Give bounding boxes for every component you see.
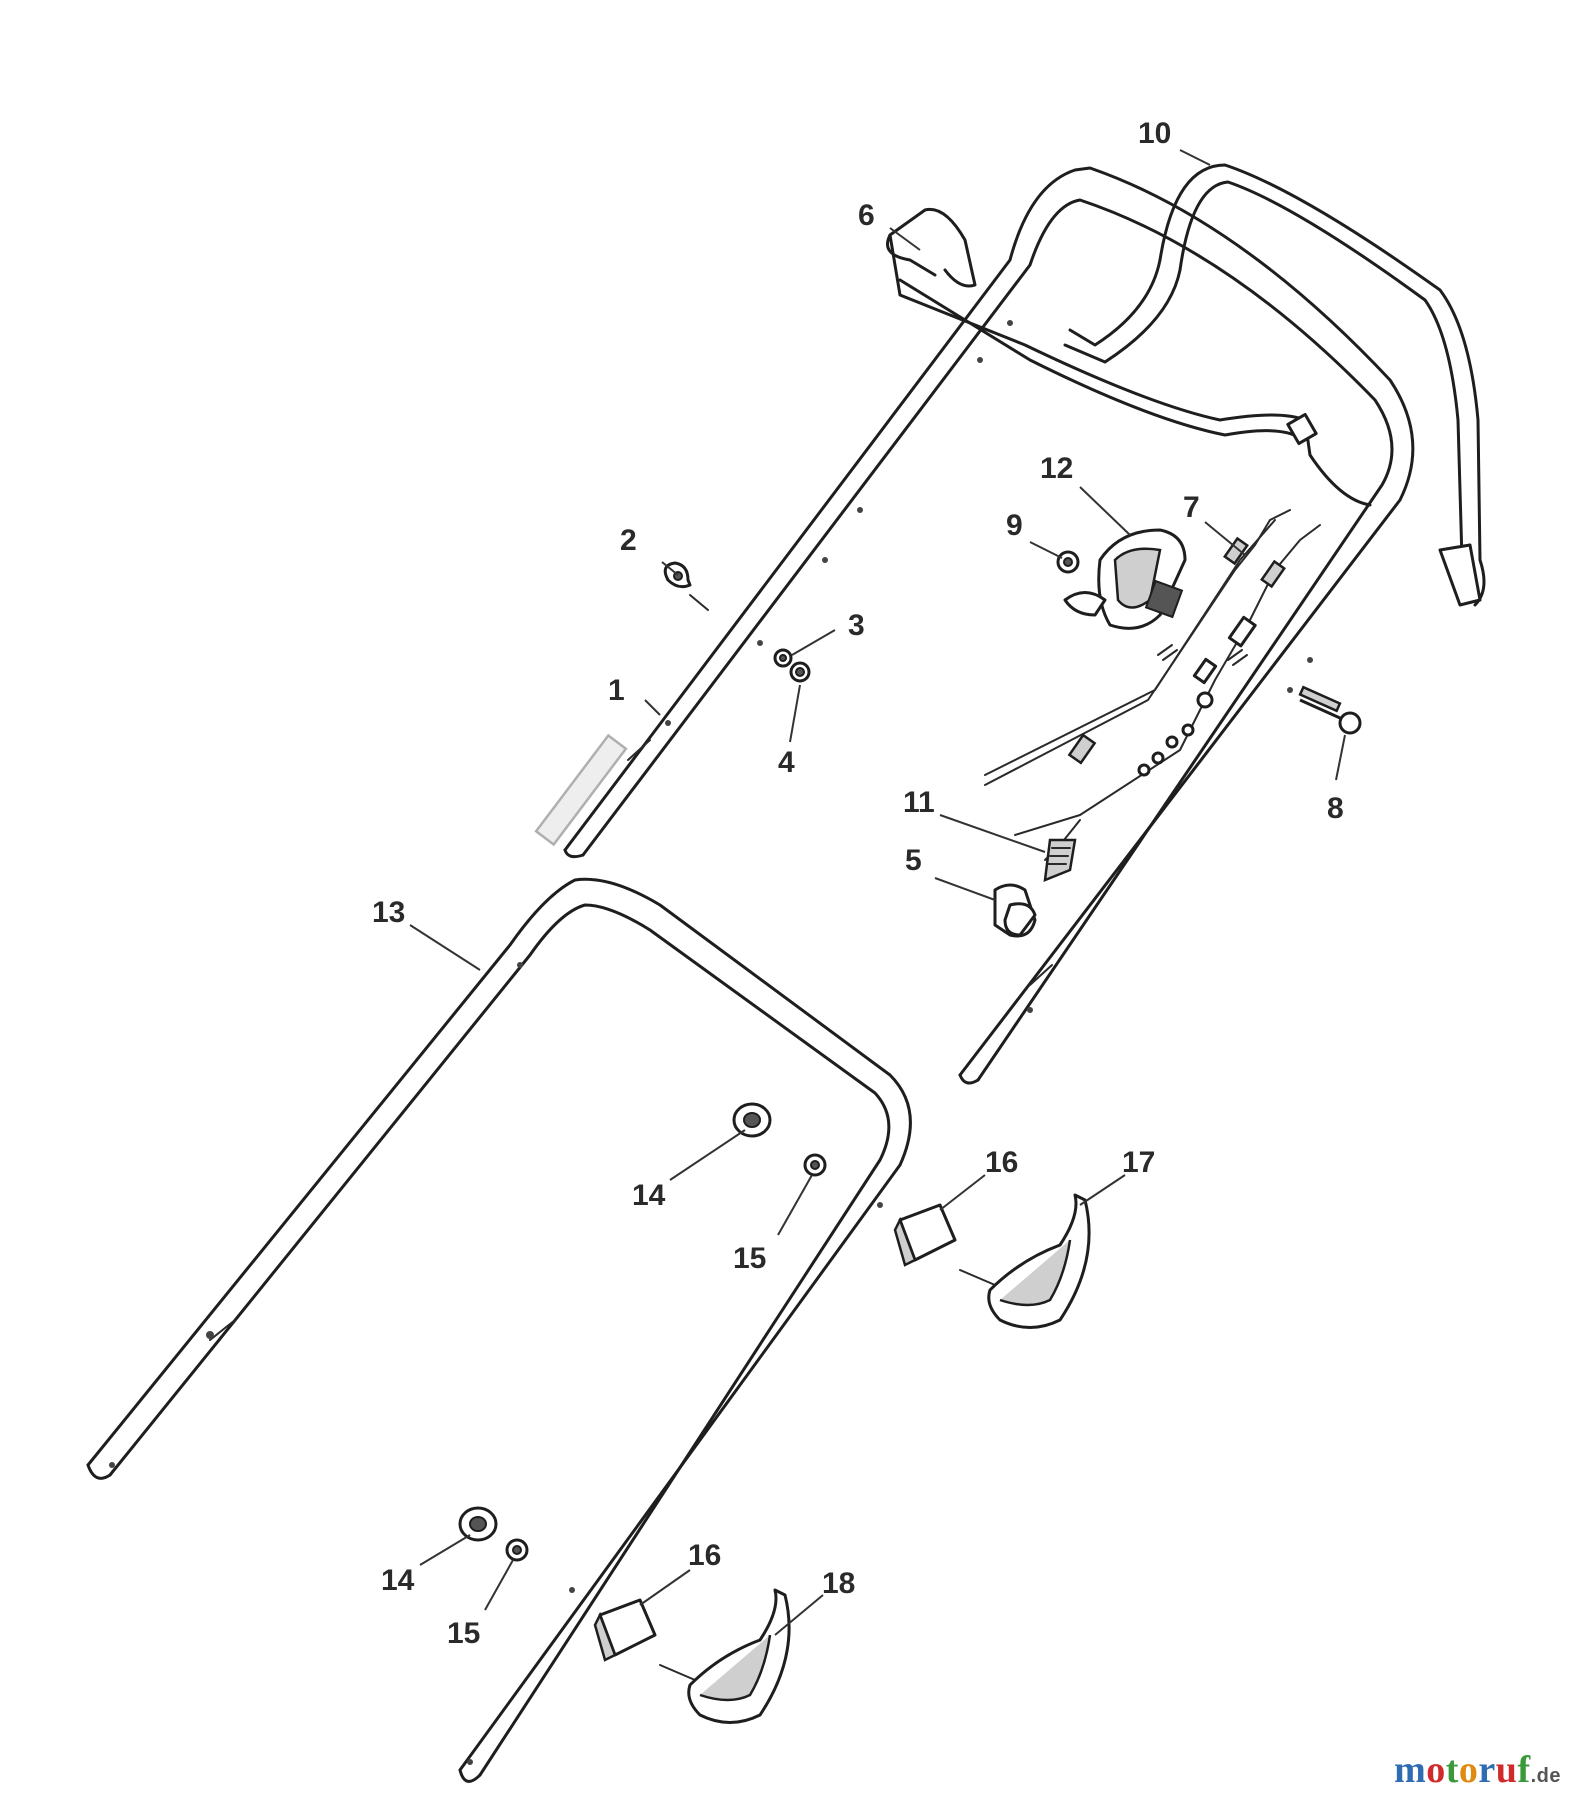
- part-label-7: 7: [1183, 491, 1200, 524]
- star-knob-14a[interactable]: [732, 1102, 772, 1138]
- part-label-14b: 14: [381, 1564, 415, 1597]
- brand-letter-m: m: [1394, 1749, 1427, 1791]
- part-label-11: 11: [903, 786, 935, 819]
- bail-bar[interactable]: [1063, 163, 1486, 607]
- part-labels: 1 2 3 4 5 6 7 8 9 10 11 12 13 14 14 15 1…: [372, 117, 1344, 1650]
- part-label-18: 18: [822, 1567, 855, 1600]
- part-label-12: 12: [1040, 452, 1073, 485]
- bolt-8[interactable]: [1298, 685, 1362, 735]
- quick-release-lever-18[interactable]: [659, 1588, 791, 1724]
- part-label-14a: 14: [632, 1179, 666, 1212]
- leader-lines: [409, 149, 1346, 1636]
- nut-9[interactable]: [1056, 550, 1080, 574]
- part-label-16b: 16: [688, 1539, 721, 1572]
- part-label-8: 8: [1327, 792, 1344, 825]
- part-label-4: 4: [778, 746, 795, 779]
- brand-letter-o: o: [1426, 1749, 1446, 1791]
- quick-release-lever-17[interactable]: [959, 1193, 1091, 1329]
- brand-letter-f: f: [1517, 1749, 1531, 1791]
- part-label-5: 5: [905, 844, 922, 877]
- brand-watermark: motoruf.de: [1394, 1748, 1561, 1792]
- star-knob-14b[interactable]: [458, 1506, 498, 1542]
- brand-letter-r: r: [1478, 1749, 1496, 1791]
- part-label-6: 6: [858, 199, 875, 232]
- upper-handle[interactable]: [534, 166, 1415, 1085]
- throttle-control[interactable]: [1063, 528, 1187, 630]
- lower-handle[interactable]: [86, 877, 912, 1783]
- part-label-15a: 15: [733, 1242, 766, 1275]
- cable-clip-5[interactable]: [993, 883, 1037, 938]
- part-label-16a: 16: [985, 1146, 1018, 1179]
- part-label-1: 1: [608, 674, 625, 707]
- brand-letter-u: u: [1495, 1749, 1518, 1791]
- part-label-13: 13: [372, 896, 405, 929]
- part-label-2: 2: [620, 524, 637, 557]
- part-label-3: 3: [848, 609, 865, 642]
- brand-letter-o2: o: [1458, 1749, 1479, 1791]
- cable-spring-11[interactable]: [1043, 838, 1077, 882]
- control-cables[interactable]: [984, 509, 1321, 861]
- brand-suffix: .de: [1530, 1765, 1561, 1787]
- part-label-10: 10: [1138, 117, 1171, 150]
- part-label-17: 17: [1122, 1146, 1155, 1179]
- part-label-15b: 15: [447, 1617, 480, 1650]
- washer-3[interactable]: [773, 648, 793, 668]
- part-label-9: 9: [1006, 509, 1023, 542]
- brand-letter-t: t: [1445, 1749, 1459, 1791]
- clamp-block-16b[interactable]: [593, 1598, 657, 1662]
- clamp-block-16a[interactable]: [893, 1203, 957, 1267]
- nut-15a[interactable]: [803, 1153, 827, 1177]
- nut-4[interactable]: [789, 661, 811, 683]
- cable-guide-bar[interactable]: [886, 207, 1372, 507]
- nut-15b[interactable]: [505, 1538, 529, 1562]
